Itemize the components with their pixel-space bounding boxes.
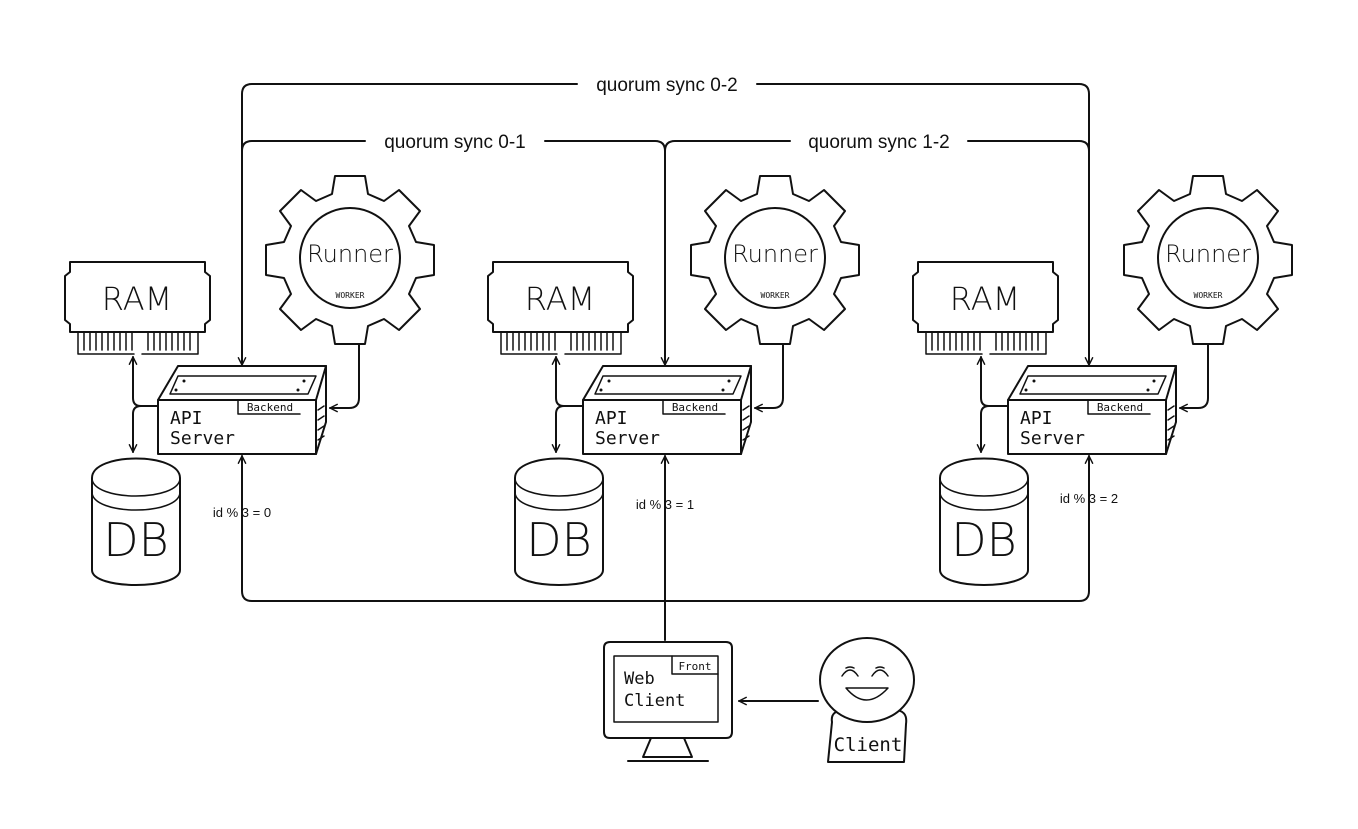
db-icon: DB [514,457,604,586]
runner-gear-icon: Runner WORKER [1123,175,1293,345]
runner-label: Runner [307,240,393,268]
worker-label: WORKER [1194,291,1223,300]
quorum-sync-1-2: quorum sync 1-2 [664,132,1090,153]
server-label: Server [595,428,660,449]
runner-label: Runner [1165,240,1251,268]
sync-label-0-1: quorum sync 0-1 [384,132,526,153]
ram-icon: RAM [487,261,634,355]
quorum-sync-0-2: quorum sync 0-2 [237,75,1094,366]
server-tag: Backend [672,401,718,414]
api-label: API [595,408,628,429]
sync-label-0-2: quorum sync 0-2 [596,75,738,96]
node-0: RAM Runner WORKER Backend API Server DB [64,175,435,586]
worker-label: WORKER [336,291,365,300]
api-server-icon: Backend API Server [157,365,327,455]
db-icon: DB [91,457,181,586]
db-icon: DB [939,457,1029,586]
sync-label-1-2: quorum sync 1-2 [808,132,950,153]
client-request-routes: id % 3 = 0 id % 3 = 1 id % 3 = 2 [213,455,1118,641]
client-label: Client [624,691,685,711]
api-label: API [1020,408,1053,429]
runner-gear-icon: Runner WORKER [690,175,860,345]
server-label: Server [170,428,235,449]
shard-label-2: id % 3 = 2 [1060,491,1118,506]
ram-label: RAM [525,280,595,318]
runner-gear-icon: Runner WORKER [265,175,435,345]
api-server-icon: Backend API Server [1007,365,1177,455]
db-label: DB [103,513,169,567]
runner-label: Runner [732,240,818,268]
server-tag: Backend [247,401,293,414]
node-2: RAM Runner WORKER Backend API Server DB [912,175,1293,586]
api-server-icon: Backend API Server [582,365,752,455]
web-client-monitor-icon: Front Web Client [603,641,733,762]
shard-label-1: id % 3 = 1 [636,497,694,512]
ram-icon: RAM [64,261,211,355]
db-label: DB [951,513,1017,567]
worker-label: WORKER [761,291,790,300]
ram-label: RAM [950,280,1020,318]
node-1: RAM Runner WORKER Backend API Server DB [487,175,860,586]
server-label: Server [1020,428,1085,449]
db-label: DB [526,513,592,567]
web-label: Web [624,669,655,689]
person-label: Client [834,734,903,756]
api-label: API [170,408,203,429]
ram-icon: RAM [912,261,1059,355]
client-person-icon: Client [819,637,915,763]
server-tag: Backend [1097,401,1143,414]
ram-label: RAM [102,280,172,318]
front-tag: Front [678,660,711,673]
shard-label-0: id % 3 = 0 [213,505,271,520]
